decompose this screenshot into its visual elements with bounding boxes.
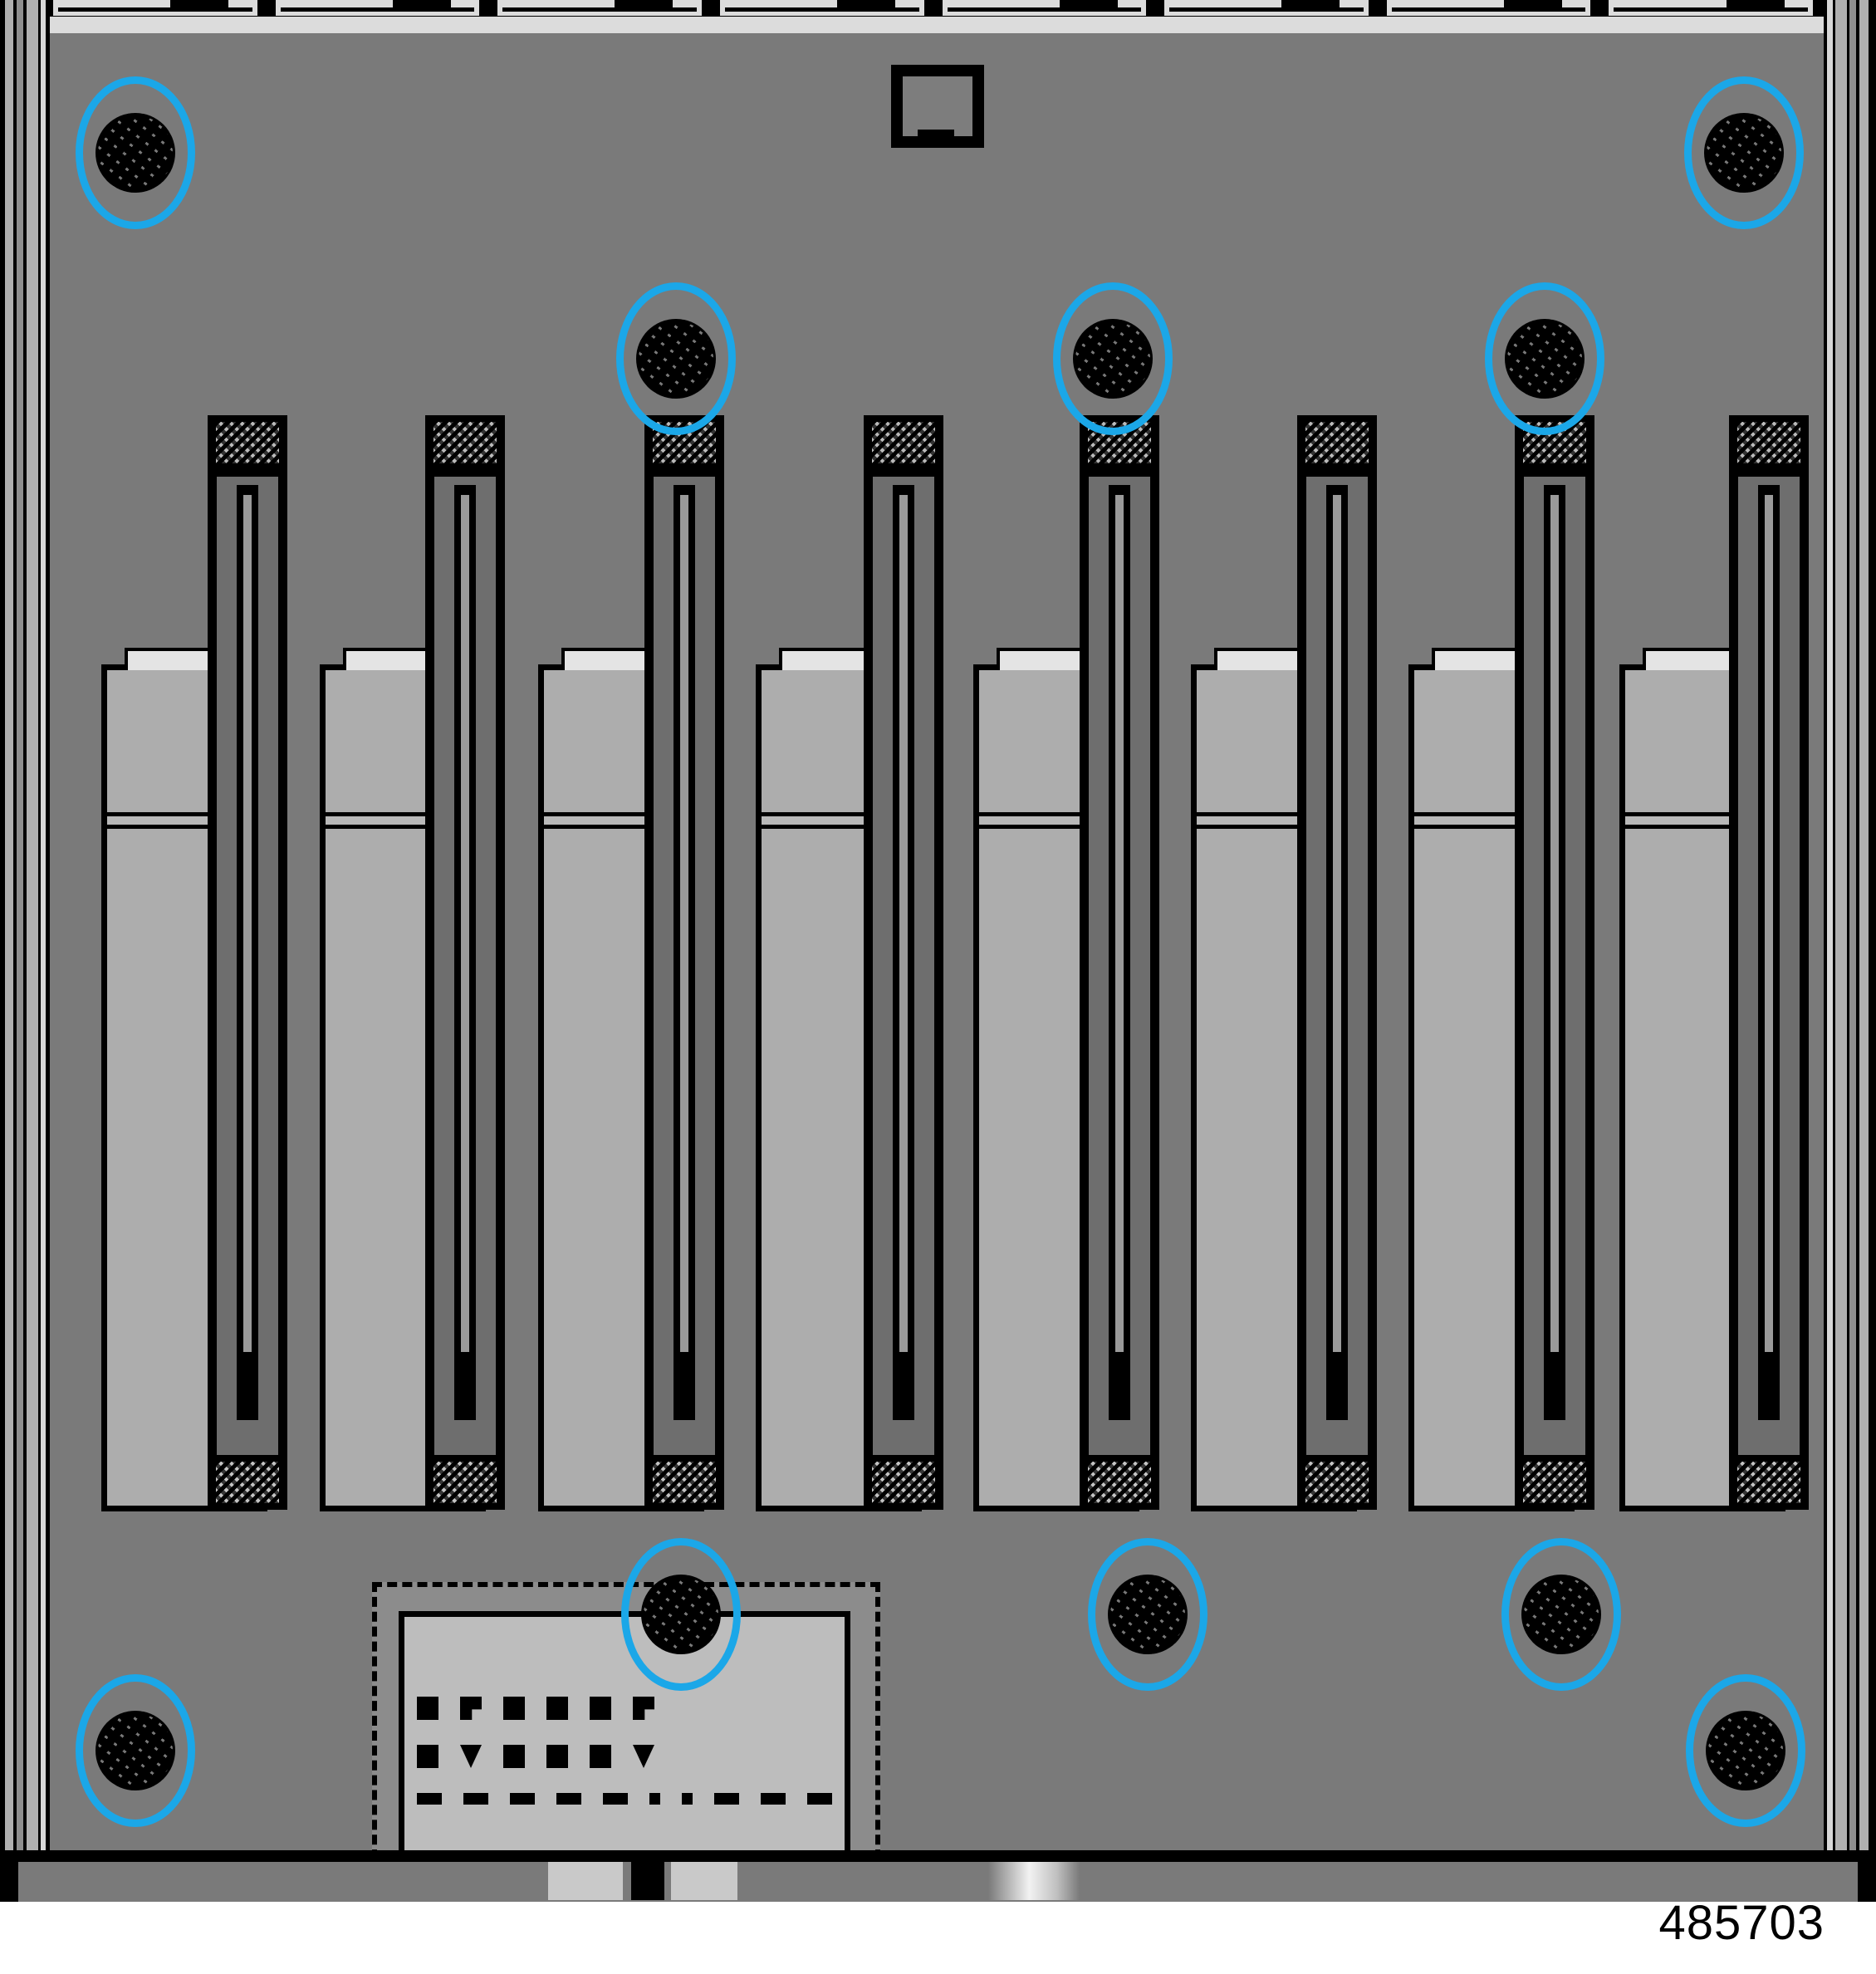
- captive-screw-icon[interactable]: [96, 1711, 175, 1790]
- fan-grille-top: [425, 415, 505, 470]
- fan-grille-top: [1080, 415, 1159, 470]
- fan-module-column[interactable]: [1080, 415, 1159, 1510]
- fan-grille-bottom: [644, 1455, 724, 1510]
- top-connector-notch: [170, 0, 229, 9]
- fan-grille-bottom: [425, 1455, 505, 1510]
- label-text-row: [417, 1793, 832, 1805]
- captive-screw-icon[interactable]: [1706, 1711, 1785, 1790]
- top-connector-plate: [48, 17, 1826, 33]
- label-plate-text: [417, 1697, 832, 1805]
- top-connector-notch: [615, 0, 673, 9]
- chassis-right-rail: [1824, 0, 1876, 1902]
- top-connector-notch: [837, 0, 896, 9]
- fan-module-column[interactable]: [1297, 415, 1377, 1510]
- fan-grille-top: [864, 415, 943, 470]
- captive-screw-icon[interactable]: [1073, 319, 1153, 399]
- top-connector-notch: [1059, 0, 1118, 9]
- fan-mesh-icon: [872, 422, 935, 463]
- fan-mesh-icon: [1737, 422, 1800, 463]
- fan-grille-top: [208, 415, 287, 470]
- chassis-bottom-lip: [0, 1850, 1876, 1902]
- fan-release-slot-track: [1333, 495, 1341, 1352]
- fan-grille-bottom: [1729, 1455, 1809, 1510]
- fan-grille-bottom: [1515, 1455, 1594, 1510]
- fan-grille-top: [1729, 415, 1809, 470]
- fan-module-column[interactable]: [864, 415, 943, 1510]
- captive-screw-icon[interactable]: [636, 319, 716, 399]
- fan-release-slot-track: [680, 495, 688, 1352]
- fan-release-slot-track: [1765, 495, 1773, 1352]
- fan-grille-top: [1297, 415, 1377, 470]
- chassis-top-center-tab: [891, 65, 984, 148]
- top-connector-notch: [1726, 0, 1785, 9]
- fan-mesh-icon: [1305, 1462, 1369, 1503]
- label-text-row: [417, 1745, 832, 1768]
- fan-mesh-icon: [1088, 1462, 1151, 1503]
- top-connector-notch: [1281, 0, 1340, 9]
- fan-module-column[interactable]: [1515, 415, 1594, 1510]
- fan-mesh-icon: [216, 422, 279, 463]
- fan-mesh-icon: [433, 1462, 497, 1503]
- captive-screw-icon[interactable]: [1704, 113, 1784, 193]
- captive-screw-icon[interactable]: [1521, 1575, 1601, 1654]
- label-text-row: [417, 1697, 832, 1720]
- fan-grille-top: [1515, 415, 1594, 470]
- fan-release-slot-track: [899, 495, 908, 1352]
- top-connector-notch: [1503, 0, 1562, 9]
- fan-grille-bottom: [208, 1455, 287, 1510]
- fan-mesh-icon: [653, 422, 716, 463]
- label-plate: [399, 1611, 850, 1859]
- figure-number: 485703: [1658, 1896, 1825, 1950]
- fan-release-slot-track: [1115, 495, 1124, 1352]
- fan-mesh-icon: [653, 1462, 716, 1503]
- fan-mesh-icon: [1523, 1462, 1586, 1503]
- chassis-left-rail: [0, 0, 50, 1902]
- fan-module-column[interactable]: [644, 415, 724, 1510]
- fan-release-slot-track: [461, 495, 469, 1352]
- captive-screw-icon[interactable]: [641, 1575, 721, 1654]
- captive-screw-icon[interactable]: [1505, 319, 1585, 399]
- captive-screw-icon[interactable]: [1108, 1575, 1188, 1654]
- fan-release-slot-track: [1550, 495, 1559, 1352]
- fan-grille-bottom: [864, 1455, 943, 1510]
- fan-mesh-icon: [1088, 422, 1151, 463]
- fan-module-column[interactable]: [208, 415, 287, 1510]
- fan-mesh-icon: [1737, 1462, 1800, 1503]
- fan-grille-bottom: [1080, 1455, 1159, 1510]
- fan-module-column[interactable]: [425, 415, 505, 1510]
- top-connector-notch: [392, 0, 451, 9]
- fan-grille-top: [644, 415, 724, 470]
- fan-release-slot-track: [243, 495, 252, 1352]
- captive-screw-icon[interactable]: [96, 113, 175, 193]
- fan-mesh-icon: [872, 1462, 935, 1503]
- fan-mesh-icon: [216, 1462, 279, 1503]
- fan-module-column[interactable]: [1729, 415, 1809, 1510]
- fan-mesh-icon: [1523, 422, 1586, 463]
- fan-grille-bottom: [1297, 1455, 1377, 1510]
- fan-mesh-icon: [1305, 422, 1369, 463]
- top-connector-bar: [48, 0, 1826, 33]
- fan-mesh-icon: [433, 422, 497, 463]
